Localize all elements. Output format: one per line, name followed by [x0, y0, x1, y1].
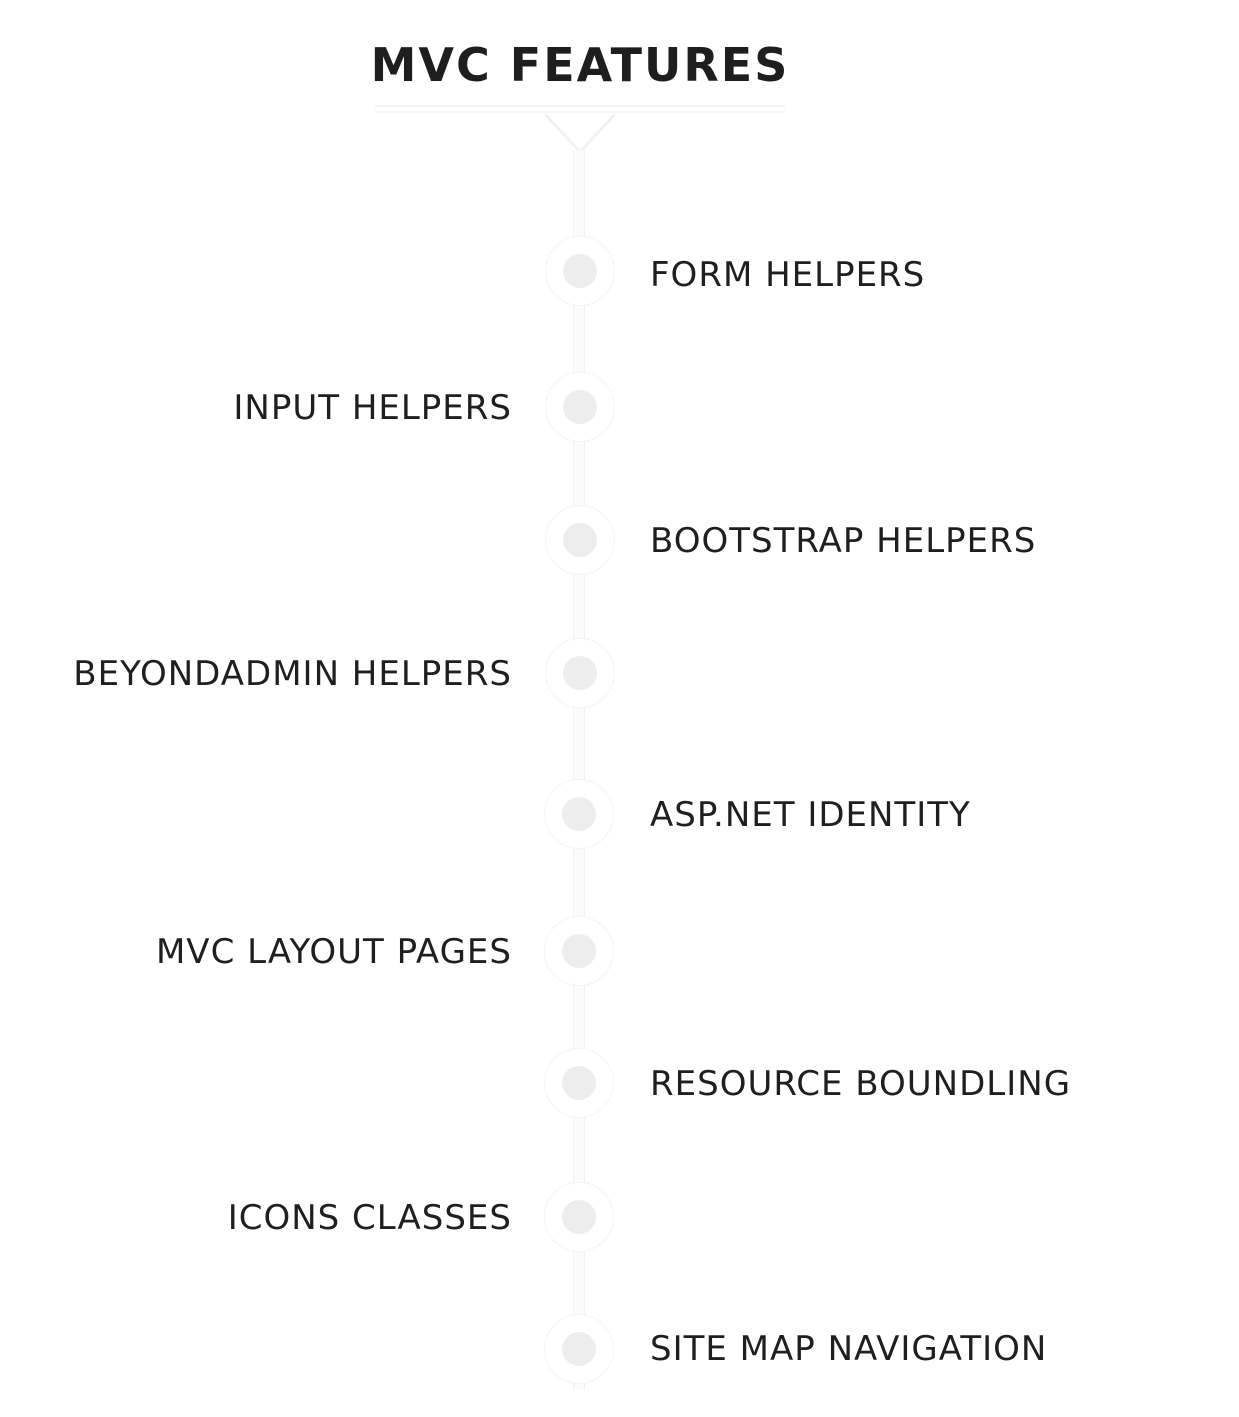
timeline-item-aspnet-identity: ASP.NET IDENTITY [650, 795, 971, 835]
page-title: MVC FEATURES [370, 38, 790, 92]
timeline-item-site-map-navigation: SITE MAP NAVIGATION [650, 1329, 1048, 1369]
timeline-node [544, 1314, 614, 1384]
timeline-node [545, 372, 615, 442]
timeline-node [545, 505, 615, 575]
timeline-node [545, 638, 615, 708]
timeline-node [544, 1048, 614, 1118]
timeline-node [545, 236, 615, 306]
timeline-node [544, 916, 614, 986]
timeline-item-icons-classes: ICONS CLASSES [227, 1198, 512, 1238]
timeline-item-form-helpers: FORM HELPERS [650, 255, 926, 295]
timeline-node [544, 779, 614, 849]
timeline-item-mvc-layout-pages: MVC LAYOUT PAGES [155, 932, 512, 972]
timeline-node [544, 1182, 614, 1252]
timeline-item-beyondadmin-helpers: BEYONDADMIN HELPERS [73, 654, 512, 694]
timeline-item-resource-boundling: RESOURCE BOUNDLING [650, 1064, 1072, 1104]
timeline-item-input-helpers: INPUT HELPERS [233, 388, 512, 428]
timeline-item-bootstrap-helpers: BOOTSTRAP HELPERS [650, 521, 1037, 561]
